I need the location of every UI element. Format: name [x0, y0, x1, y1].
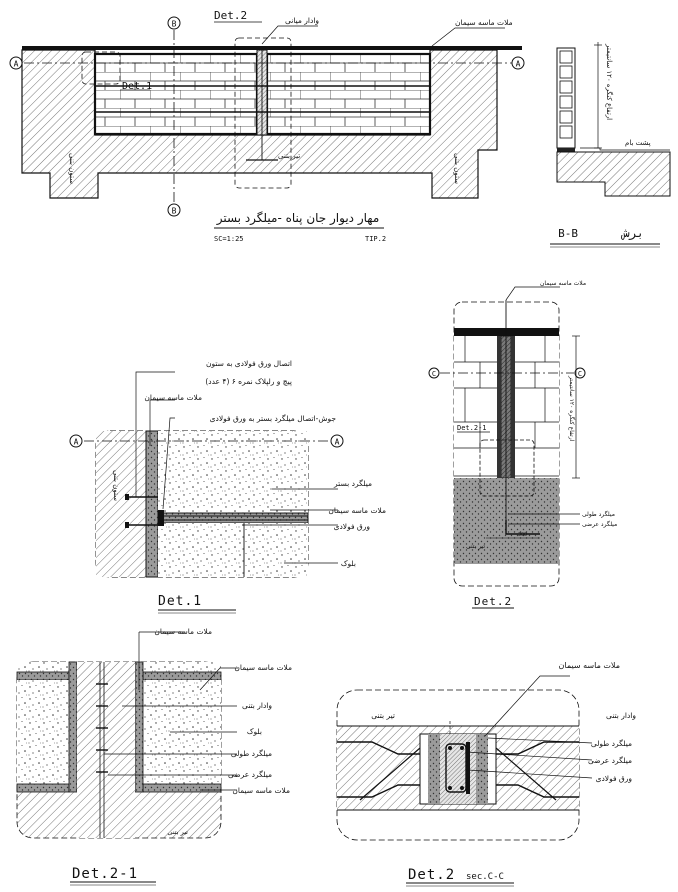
mortar-label: ملات ماسه سیمان	[455, 18, 513, 27]
det1-block-label: بلوک	[341, 559, 356, 568]
det21-long-rebar-label: میلگرد طولی	[231, 749, 272, 758]
middle-post-label: وادار میانی	[285, 16, 319, 25]
det2-mortar-label: ملات ماسه سیمان	[540, 280, 586, 287]
det2-title: Det.2	[474, 595, 512, 608]
det2c-drawing: ملات ماسه سیمان تیر بتنی وادار بتنی میلگ…	[336, 661, 636, 887]
column-left-label: ستون بتنی	[68, 153, 76, 184]
det2-beam-label: تیر بتنی	[466, 543, 485, 550]
det2c-mortar-label: ملات ماسه سیمان	[559, 661, 620, 670]
det2-axis-c-left: C	[432, 370, 436, 378]
det1-steel-plate-label: ورق فولادی	[334, 522, 371, 531]
column-right-label: ستون بتنی	[453, 153, 461, 184]
det21-mortar-top-label: ملات ماسه سیمان	[154, 627, 212, 636]
det2c-beam-label: تیر بتنی	[371, 711, 395, 720]
elevation-title: مهار دیوار جان پناه -میلگرد بستر	[216, 211, 380, 226]
block-panel-right	[265, 52, 432, 136]
section-bb-code: B-B	[558, 227, 578, 240]
det2c-subtitle: sec.C-C	[466, 872, 504, 882]
det1-bed-rebar-label: میلگرد بستر	[333, 479, 372, 488]
det2-long-rebar-label: میلگرد طولی	[582, 510, 615, 518]
det21-post-label: وادار بتنی	[242, 701, 272, 710]
axis-a-right-label: A	[516, 60, 521, 69]
det1-steel-conn-label: اتصال ورق فولادی به ستون	[206, 359, 292, 368]
section-bb-title: برش	[620, 226, 644, 241]
det1-callout-tag: Det.1	[122, 81, 152, 92]
det1-drawing: A A اتصال ورق فولادی به ستون پیچ و رلپلا…	[69, 359, 386, 614]
elevation-scale: SC=1:25	[214, 235, 244, 243]
det21-drawing: ملات ماسه سیمان ملات ماسه سیمان وادار بت…	[16, 627, 292, 886]
det21-mortar-3-label: ملات ماسه سیمان	[232, 786, 290, 795]
block-panel-left	[93, 52, 259, 136]
axis-b-top-label: B	[172, 20, 177, 29]
det1-mortar-2-label: ملات ماسه سیمان	[328, 506, 386, 515]
det21-beam-label: تیر بتنی	[167, 828, 188, 836]
det2c-title: Det.2	[408, 867, 455, 883]
det1-mortar-label: ملات ماسه سیمان	[144, 393, 202, 402]
top-coping	[22, 46, 522, 50]
det2-axis-c-right: C	[578, 370, 582, 378]
det21-block-label: بلوک	[247, 727, 262, 736]
det1-axis-left: A	[74, 438, 79, 447]
det2-trans-rebar-label: میلگرد عرضی	[582, 520, 617, 528]
det2c-post-label: وادار بتنی	[606, 711, 636, 720]
det21-title: Det.2-1	[72, 866, 138, 882]
det2c-steel-plate-label: ورق فولادی	[596, 774, 633, 783]
det2c-trans-rebar-label: میلگرد عرضی	[588, 756, 632, 765]
det21-trans-rebar-label: میلگرد عرضی	[228, 770, 272, 779]
det1-axis-right: A	[335, 438, 340, 447]
det1-bolt-label: پیچ و رلپلاک نمره ۶ (۴ عدد)	[205, 377, 292, 386]
det2-height-label: ارتفاع کنگره ۱۲۰ سانتیمتر	[568, 375, 576, 442]
det1-weld-label: جوش-اتصال میلگرد بستر به ورق فولادی	[210, 414, 337, 423]
section-bb-drawing: ارتفاع کنگره ۱۲۰ سانتیمتر پشت بام برش B-…	[550, 42, 671, 248]
axis-b-bottom-label: B	[172, 207, 177, 216]
det2c-long-rebar-label: میلگرد طولی	[591, 739, 632, 748]
det2-sub-tag: Det.2-1	[457, 424, 487, 432]
det1-title: Det.1	[158, 594, 202, 609]
elevation-drawing: A A B B Det.2 وادار میانی ملات ماسه سیما…	[9, 9, 525, 243]
det2-drawing: 300 C C ملات ماسه سیمان ارتفاع کنگره ۱۲۰…	[428, 280, 617, 609]
axis-a-left-label: A	[14, 60, 19, 69]
section-bb-height-label: ارتفاع کنگره ۱۲۰ سانتیمتر	[605, 43, 614, 120]
section-bb-roof-label: پشت بام	[625, 139, 651, 147]
det1-column-label: ستون بتنی	[112, 470, 120, 501]
elevation-type: TIP.2	[365, 235, 386, 243]
det21-mortar-2-label: ملات ماسه سیمان	[234, 663, 292, 672]
det2-callout-tag: Det.2	[214, 9, 247, 22]
beam-label: تیر بتنی	[278, 152, 300, 160]
det2-dim: 300	[518, 532, 527, 538]
